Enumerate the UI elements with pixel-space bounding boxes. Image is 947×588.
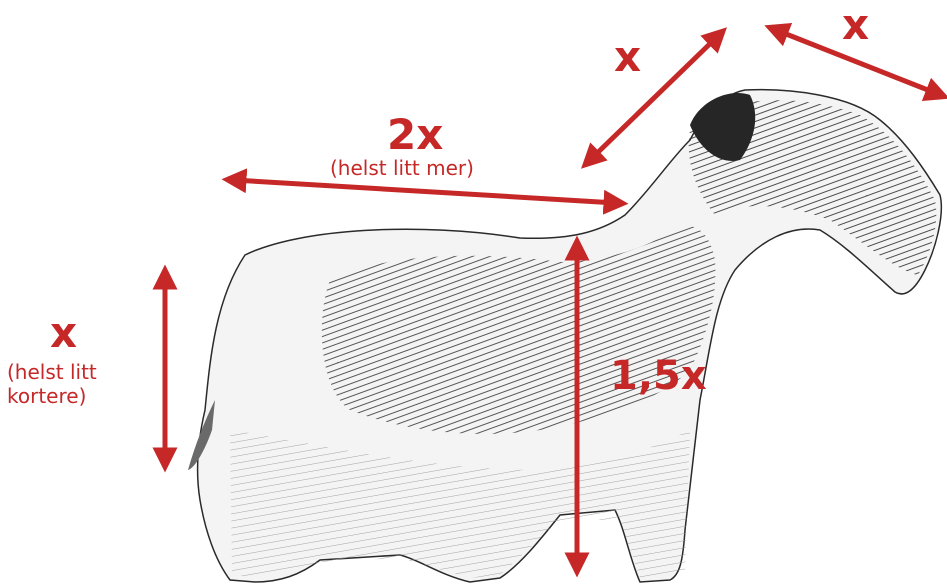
croup-length-note-line1: (helst litt <box>7 362 97 382</box>
head-length-label: x <box>842 4 869 46</box>
back-length-note: (helst litt mer) <box>330 158 474 178</box>
back-length-label: 2x <box>387 114 443 156</box>
croup-length-note-line2: kortere) <box>7 386 86 406</box>
height-label: 1,5x <box>610 356 707 396</box>
dog-illustration <box>188 90 941 582</box>
neck-length-label: x <box>614 36 641 78</box>
back-length-arrow <box>234 180 616 203</box>
croup-length-label: x <box>50 312 77 354</box>
